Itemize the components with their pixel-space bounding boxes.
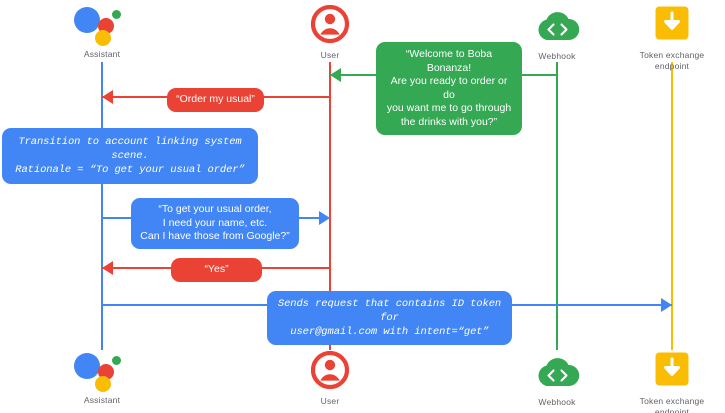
assistant-dot-blue — [74, 7, 100, 33]
actor-user-bottom: User — [270, 350, 390, 407]
webhook-icon-wrap-bottom — [497, 352, 617, 394]
lifeline-token-endpoint — [671, 62, 673, 350]
actor-assistant-top: Assistant — [42, 4, 162, 60]
arrowhead-order-my-usual — [102, 90, 113, 104]
actor-label-token-endpoint-line2: endpoint — [654, 61, 690, 71]
actor-label-assistant-bottom: Assistant — [83, 395, 121, 405]
arrowhead-welcome — [330, 68, 341, 82]
actor-webhook-top: Webhook — [497, 4, 617, 62]
google-assistant-icon — [74, 4, 130, 46]
actor-webhook-bottom: Webhook — [497, 350, 617, 408]
token-icon-wrap-bottom — [612, 351, 725, 393]
consent-prompt-line-1: “To get your usual order, — [158, 203, 272, 215]
consent-prompt-line-3: Can I have those from Google?” — [140, 230, 290, 242]
token-request-line-2: user@gmail.com with intent=“get” — [290, 326, 489, 338]
actor-label-token-endpoint-bottom-line2: endpoint — [654, 407, 690, 413]
message-bubble-welcome: “Welcome to Boba Bonanza! Are you ready … — [376, 42, 522, 135]
user-avatar-icon — [311, 351, 349, 389]
message-bubble-order-my-usual: “Order my usual” — [167, 88, 264, 112]
assistant-dot-yellow — [95, 376, 111, 392]
lifeline-webhook — [556, 62, 558, 350]
assistant-dot-yellow — [95, 30, 111, 46]
arrowhead-token-request — [661, 298, 672, 312]
assistant-dot-blue — [74, 353, 100, 379]
actor-token-endpoint-top: Token exchange endpoint — [612, 2, 725, 72]
arrowhead-yes — [102, 261, 113, 275]
welcome-line-4: the drinks with you?” — [400, 115, 498, 128]
actor-label-user: User — [320, 50, 340, 60]
welcome-line-3: you want me to go through — [386, 102, 512, 114]
actor-label-webhook: Webhook — [538, 51, 576, 61]
actor-label-assistant: Assistant — [83, 49, 121, 59]
webhook-icon-wrap — [497, 6, 617, 48]
cloud-code-icon — [534, 352, 580, 390]
lifeline-user — [329, 62, 331, 350]
welcome-line-1: “Welcome to Boba Bonanza! — [405, 48, 493, 74]
actor-token-endpoint-bottom: Token exchange endpoint — [612, 348, 725, 413]
user-icon-wrap-bottom — [270, 351, 390, 393]
actor-assistant-bottom: Assistant — [42, 350, 162, 406]
assistant-dot-green — [112, 356, 121, 365]
message-bubble-transition-note: Transition to account linking system sce… — [2, 128, 258, 184]
arrowhead-consent-prompt — [319, 211, 330, 225]
assistant-dot-green — [112, 10, 121, 19]
transition-note-line-2: Rationale = “To get your usual order” — [15, 164, 245, 176]
consent-prompt-line-2: I need your name, etc. — [162, 216, 268, 229]
transition-note-line-1: Transition to account linking system sce… — [18, 136, 242, 162]
assistant-icon-wrap-bottom — [42, 350, 162, 392]
actor-user-top: User — [270, 4, 390, 61]
actor-label-webhook-bottom: Webhook — [538, 397, 576, 407]
actor-label-token-endpoint-bottom-line1: Token exchange — [639, 396, 705, 406]
actor-label-token-endpoint-line1: Token exchange — [639, 50, 705, 60]
message-bubble-token-request: Sends request that contains ID token for… — [267, 291, 512, 345]
google-assistant-icon — [74, 350, 130, 392]
token-icon-wrap — [612, 5, 725, 47]
actor-label-user-bottom: User — [320, 396, 340, 406]
download-box-icon — [654, 351, 690, 387]
order-my-usual-line-1: “Order my usual” — [176, 93, 255, 105]
user-avatar-icon — [311, 5, 349, 43]
message-bubble-consent-prompt: “To get your usual order, I need your na… — [131, 198, 299, 249]
user-icon-wrap — [270, 5, 390, 47]
welcome-line-2: Are you ready to order or do — [390, 75, 508, 101]
download-box-icon — [654, 5, 690, 41]
cloud-code-icon — [534, 6, 580, 44]
lifeline-assistant — [101, 62, 103, 350]
yes-line-1: “Yes” — [204, 263, 229, 275]
assistant-icon-wrap — [42, 4, 162, 46]
message-bubble-yes: “Yes” — [171, 258, 262, 282]
token-request-line-1: Sends request that contains ID token for — [277, 298, 502, 324]
